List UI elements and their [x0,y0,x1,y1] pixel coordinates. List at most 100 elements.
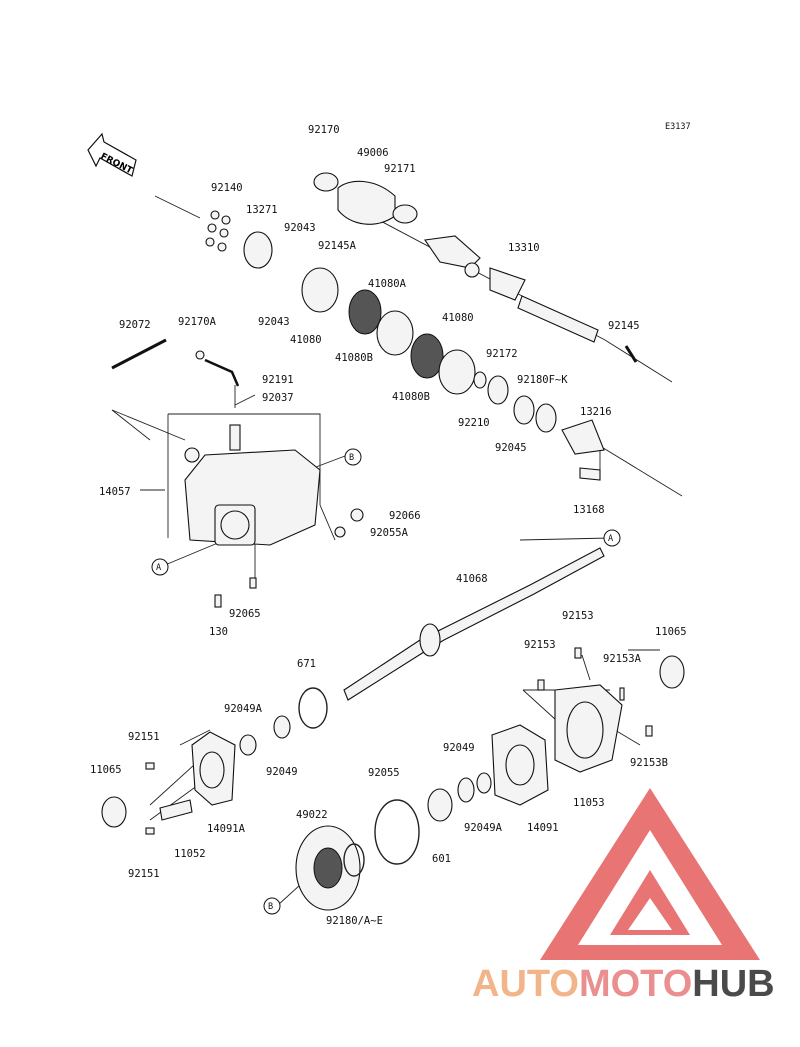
plate-41080-lower [410,333,444,379]
part-label-92170A: 92170A [178,316,217,328]
part-label-13310: 13310 [508,242,540,254]
clamp-92171 [392,204,418,224]
bearing-92049-right [427,788,453,822]
part-label-41080-lower: 41080 [442,312,474,324]
part-label-92151-lower: 92151 [128,868,160,880]
bolt-92065 [249,577,257,589]
callout-marks: B A A B [151,448,621,915]
part-label-14091: 14091 [527,822,559,834]
oring-92055 [374,799,420,865]
part-label-92153A: 92153A [603,653,642,665]
breather-92191 [204,358,240,387]
shim-92049 [457,777,475,803]
callout-b-bottom: B [268,902,273,912]
part-label-92055A: 92055A [370,527,409,539]
shim-92049A-right [476,772,492,794]
part-label-92180A-E: 92180/A~E [326,915,383,927]
part-label-92055: 92055 [368,767,400,779]
part-label-92153-top: 92153 [562,610,594,622]
part-label-92065: 92065 [229,608,261,620]
part-label-92153: 92153 [524,639,556,651]
seal-11065-right [659,655,685,689]
watermark-text: AUTOMOTOHUB [472,963,775,1005]
clamp-92170A [195,350,205,360]
watermark: AUTOMOTOHUB [472,788,775,1005]
part-label-11065-left: 11065 [90,764,122,776]
part-label-92043-upper: 92043 [284,222,316,234]
shim-92180F-K [535,403,557,433]
ball-set-92140 [205,210,231,252]
part-label-92153B: 92153B [630,757,668,769]
bolt-92153 [537,679,545,691]
bolt-92153B [645,725,653,737]
part-labels: 92170 49006 92171 92140 13271 92043 9214… [90,124,687,927]
part-label-49022: 49022 [296,809,328,821]
part-label-92049-right: 92049 [443,742,475,754]
callout-a-right: A [608,534,613,544]
part-label-11053: 11053 [573,797,605,809]
part-label-92049A-right: 92049A [464,822,503,834]
plate-41080-upper [301,267,339,313]
rod-92072 [111,338,167,370]
front-arrow-icon: FRONT [87,132,137,177]
callout-b-top: B [349,453,354,463]
part-label-49006: 49006 [357,147,389,159]
part-label-11052: 11052 [174,848,206,860]
pinion-13216 [561,419,605,455]
housing-14057 [184,424,321,546]
part-label-92210: 92210 [458,417,490,429]
ring-gear-49022 [295,825,361,911]
bolt-130 [214,594,222,608]
shim-92049-left [273,715,291,739]
oring-671 [298,687,328,729]
part-label-92171: 92171 [384,163,416,175]
oring-92055A [334,526,346,538]
part-label-92145A: 92145A [318,240,357,252]
part-label-14091A: 14091A [207,823,246,835]
shim-92172 [473,371,487,389]
part-label-41080-upper: 41080 [290,334,322,346]
drive-shaft-13310 [424,235,599,343]
callout-a-left: A [156,563,161,573]
plug-14057 [184,447,200,463]
bearing-92049A-left [239,734,257,756]
parts-shapes [101,172,685,911]
diagram-reference: E3137 [665,122,691,132]
part-label-92043-lower: 92043 [258,316,290,328]
shaft-41068 [343,547,605,701]
part-label-92145: 92145 [608,320,640,332]
shim-92180A-E [343,843,365,877]
part-label-92180F-K: 92180F~K [517,374,568,386]
part-label-41080B-lower: 41080B [392,391,430,403]
bolt-13168 [579,467,601,481]
part-label-130: 130 [209,626,228,638]
bearing-92210 [487,375,509,405]
boot-49006 [337,180,396,225]
part-label-92072: 92072 [119,319,151,331]
part-label-41080B-upper: 41080B [335,352,373,364]
part-label-92140: 92140 [211,182,243,194]
stud-92153A [619,687,625,701]
plate-41080B [376,310,414,356]
part-label-92037: 92037 [262,392,294,404]
part-label-92045: 92045 [495,442,527,454]
pin-92145 [624,345,638,363]
part-label-92049A-left: 92049A [224,703,263,715]
part-label-13168: 13168 [573,504,605,516]
part-label-13271: 13271 [246,204,278,216]
seal-11065-left [101,796,127,828]
part-label-601: 601 [432,853,451,865]
part-label-92151-upper: 92151 [128,731,160,743]
part-label-92172: 92172 [486,348,518,360]
bolt-92151-upper [145,762,155,770]
part-label-41068: 41068 [456,573,488,585]
cage-13271 [243,231,273,269]
plate-41080A [348,289,382,335]
bracket-11052 [159,799,193,821]
part-label-92170: 92170 [308,124,340,136]
plate-41080B-lower [438,349,476,395]
part-label-671: 671 [297,658,316,670]
bearing-92045 [513,395,535,425]
clamp-92170 [313,172,339,192]
